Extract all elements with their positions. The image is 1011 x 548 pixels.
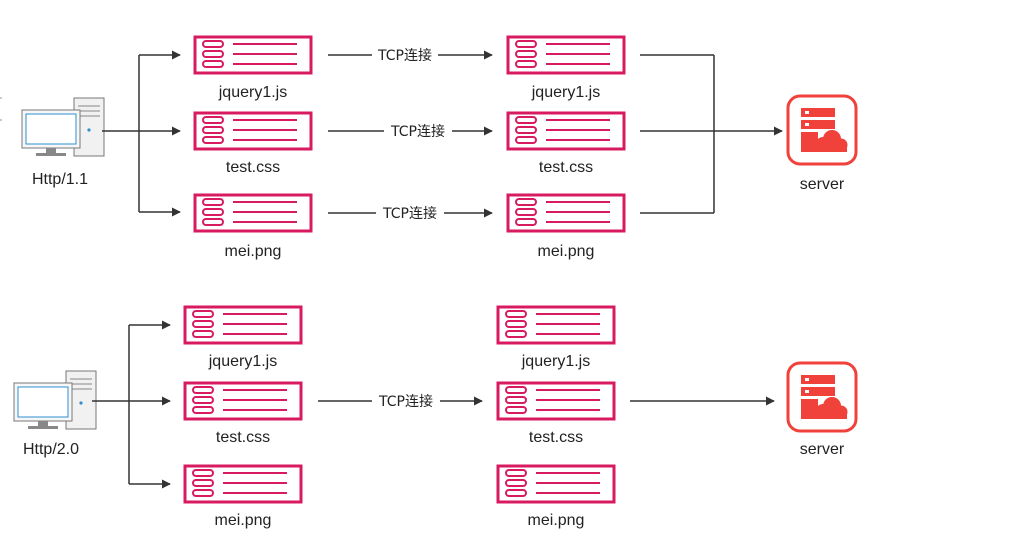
http20-server-label: server — [800, 441, 845, 458]
http11-right-jquery-file-icon — [506, 35, 626, 75]
http20-right-css-label: test.css — [529, 429, 583, 446]
http20-fanout-lines — [92, 320, 171, 489]
http20-client-label: Http/2.0 — [23, 441, 79, 458]
http11-left-css-file-icon — [193, 111, 313, 151]
http20-tcp-label: TCP连接 — [378, 393, 433, 410]
http20-left-png-label: mei.png — [215, 512, 272, 529]
http11-left-css-label: test.css — [226, 159, 280, 176]
http20-left-css-file-icon — [183, 381, 303, 421]
http11-tcp-label-3: TCP连接 — [382, 205, 437, 222]
http11-client-label: Http/1.1 — [32, 171, 88, 188]
http20-right-png-file-icon — [496, 464, 616, 504]
http11-client-computer-icon — [21, 97, 105, 157]
http11-right-jquery-label: jquery1.js — [531, 84, 600, 101]
http11-left-png-file-icon — [193, 193, 313, 233]
http11-left-png-label: mei.png — [225, 243, 282, 260]
http20-left-css-label: test.css — [216, 429, 270, 446]
http11-tcp-label-2: TCP连接 — [390, 123, 445, 140]
http20-server-icon — [786, 361, 858, 433]
http20-right-css-file-icon — [496, 381, 616, 421]
http11-server-icon — [786, 94, 858, 166]
http11-left-jquery-label: jquery1.js — [218, 84, 287, 101]
http20-left-png-file-icon — [183, 464, 303, 504]
http11-merge-lines — [640, 54, 783, 214]
http11-right-png-label: mei.png — [538, 243, 595, 260]
http20-right-jquery-label: jquery1.js — [521, 353, 590, 370]
http11-tcp-label-1: TCP连接 — [377, 47, 432, 64]
http20-left-jquery-label: jquery1.js — [208, 353, 277, 370]
http11-section: Http/1.1 jquery1.js test.css mei.png TCP… — [0, 35, 858, 260]
http11-server-label: server — [800, 176, 845, 193]
http20-right-png-label: mei.png — [528, 512, 585, 529]
http11-right-css-label: test.css — [539, 159, 593, 176]
http11-fanout-lines — [102, 50, 181, 217]
http20-right-jquery-file-icon — [496, 305, 616, 345]
http20-client-computer-icon — [13, 370, 97, 430]
http20-section: Http/2.0 jquery1.js test.css mei.png TCP… — [13, 305, 858, 529]
http11-left-jquery-file-icon — [193, 35, 313, 75]
http11-right-css-file-icon — [506, 111, 626, 151]
http20-left-jquery-file-icon — [183, 305, 303, 345]
http11-right-png-file-icon — [506, 193, 626, 233]
